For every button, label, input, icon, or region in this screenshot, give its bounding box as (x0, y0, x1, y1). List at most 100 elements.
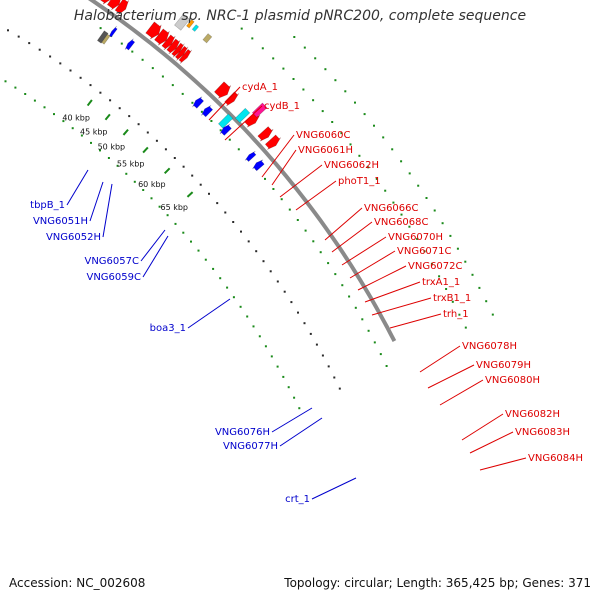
gene-label[interactable]: VNG6060C (296, 130, 351, 141)
guide-dot (445, 288, 448, 290)
guide-dot (164, 148, 167, 151)
guide-dot (348, 295, 351, 298)
guide-dot (391, 148, 394, 151)
forward-gene[interactable] (154, 28, 170, 46)
gene-label[interactable]: VNG6077H (223, 441, 278, 452)
forward-gene[interactable] (145, 21, 162, 40)
guide-dot (99, 149, 101, 152)
forward-gene[interactable] (171, 42, 185, 58)
gene-label[interactable]: phoT1_1 (338, 176, 381, 187)
rna-feature[interactable] (234, 107, 251, 124)
guide-dot (255, 250, 258, 253)
guide-dot (303, 46, 306, 49)
misc-feature[interactable] (186, 19, 195, 29)
guide-dot (416, 237, 419, 240)
guide-dot (334, 79, 337, 82)
gene-label[interactable]: VNG6076H (215, 427, 270, 438)
reverse-gene[interactable] (108, 25, 118, 38)
guide-dot (166, 214, 169, 217)
reverse-gene[interactable] (219, 123, 232, 136)
rna-feature[interactable] (191, 24, 200, 32)
kbp-tick (104, 113, 111, 121)
guide-dot (296, 219, 299, 221)
reverse-gene[interactable] (252, 159, 265, 172)
guide-dot (327, 262, 330, 265)
gene-label[interactable]: tbpB_1 (30, 200, 65, 211)
forward-gene[interactable] (174, 45, 189, 61)
guide-dot (216, 202, 219, 205)
gene-label[interactable]: boa3_1 (150, 323, 186, 334)
leader-line (364, 281, 421, 303)
guide-dot (297, 311, 299, 314)
guide-dot (287, 386, 290, 389)
leader-line (271, 149, 297, 186)
gene-label[interactable]: cydB_1 (264, 101, 300, 112)
guide-dot (109, 99, 112, 102)
gene-label[interactable]: VNG6079H (476, 360, 531, 371)
leader-line (261, 134, 295, 178)
gene-label[interactable]: VNG6051H (33, 216, 88, 227)
misc-feature[interactable] (202, 33, 213, 44)
pseudo-gene[interactable] (174, 13, 191, 31)
rna-feature[interactable] (217, 113, 234, 129)
reverse-gene[interactable] (244, 150, 257, 162)
gene-label[interactable]: VNG6057C (84, 256, 139, 267)
leader-line (461, 413, 504, 441)
pseudo-gene[interactable] (96, 30, 109, 44)
forward-gene[interactable] (166, 38, 181, 55)
reverse-gene[interactable] (192, 96, 205, 109)
misc-feature[interactable] (101, 33, 111, 45)
gene-label[interactable]: VNG6061H (298, 145, 353, 156)
kbp-tick (86, 99, 93, 107)
gene-label[interactable]: trh_1 (443, 309, 469, 320)
gene-label[interactable]: VNG6082H (505, 409, 560, 420)
forward-gene[interactable] (257, 126, 274, 142)
reverse-gene[interactable] (124, 38, 136, 51)
forward-gene[interactable] (178, 48, 193, 64)
guide-dot (363, 113, 366, 116)
guide-dot (312, 99, 315, 102)
label-leader-lines (66, 86, 527, 500)
gene-label[interactable]: VNG6068C (374, 217, 429, 228)
gene-label[interactable]: VNG6052H (46, 232, 101, 243)
forward-gene[interactable] (264, 134, 281, 150)
guide-dot (464, 326, 467, 329)
forward-gene[interactable] (106, 0, 121, 11)
gene-label[interactable]: VNG6072C (408, 261, 463, 272)
guide-dot (210, 120, 213, 122)
guide-dot (262, 260, 265, 263)
gene-label[interactable]: trxA1_1 (422, 277, 460, 288)
gene-label[interactable]: trxB1_1 (433, 293, 471, 304)
guide-dot (379, 353, 382, 356)
guide-dot (269, 270, 272, 273)
guide-dot (261, 47, 264, 50)
gene-label[interactable]: VNG6078H (462, 341, 517, 352)
gene-label[interactable]: VNG6080H (485, 375, 540, 386)
gene-label[interactable]: VNG6066C (364, 203, 419, 214)
guide-dot (239, 305, 242, 308)
gene-label[interactable]: cydA_1 (242, 82, 278, 93)
gene-label[interactable]: VNG6070H (388, 232, 443, 243)
gene-label[interactable]: VNG6083H (515, 427, 570, 438)
kbp-tick-label: 45 kbp (80, 127, 108, 136)
guide-dot (264, 177, 266, 180)
forward-gene[interactable] (98, 0, 113, 5)
guide-dot (309, 332, 312, 335)
gene-label[interactable]: VNG6084H (528, 453, 583, 464)
gene-label[interactable]: VNG6071C (397, 246, 452, 257)
guide-dot (226, 286, 229, 289)
guide-dot (80, 134, 83, 137)
forward-gene[interactable] (114, 0, 129, 16)
guide-dot (302, 88, 305, 91)
leader-line (224, 105, 263, 141)
reverse-gene[interactable] (201, 105, 214, 118)
gene-label[interactable]: VNG6059C (86, 272, 141, 283)
gene-label[interactable]: crt_1 (285, 494, 310, 505)
gene-label[interactable]: VNG6062H (324, 160, 379, 171)
guide-dot (272, 188, 275, 190)
forward-gene[interactable] (161, 34, 176, 51)
forward-gene[interactable] (213, 81, 231, 99)
guide-dot (361, 318, 364, 321)
